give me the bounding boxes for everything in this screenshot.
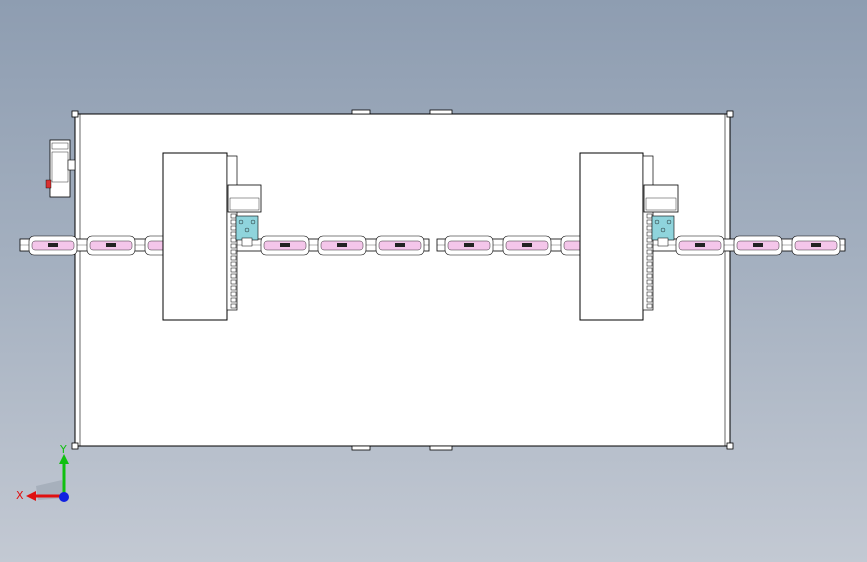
- rack-tooth: [230, 225, 237, 231]
- coordinate-triad: Y X: [16, 443, 69, 502]
- base-feet: [71, 109, 734, 451]
- conveyor-pad: [502, 235, 552, 256]
- rack-tooth: [646, 303, 653, 309]
- module-right-bracket: [643, 184, 679, 213]
- rack-tooth: [646, 255, 653, 261]
- module-left-fixture-base: [241, 237, 253, 247]
- module-left[interactable]: [162, 152, 262, 321]
- y-axis-arrowhead: [59, 454, 69, 464]
- rack-tooth: [230, 237, 237, 243]
- x-axis-arrowhead: [26, 491, 36, 501]
- module-right-bracket-inner: [645, 197, 677, 211]
- rack-tooth: [646, 231, 653, 237]
- conveyor-pad: [791, 235, 841, 256]
- module-left-bracket-inner: [229, 197, 260, 211]
- x-axis-label: X: [16, 489, 24, 502]
- module-right[interactable]: [579, 152, 679, 321]
- conveyor-pad: [733, 235, 783, 256]
- rack-tooth: [646, 219, 653, 225]
- rack-tooth: [230, 231, 237, 237]
- conveyor-pad: [28, 235, 78, 256]
- rack-tooth: [230, 267, 237, 273]
- module-right-fixture-base: [657, 237, 669, 247]
- rack-tooth: [230, 243, 237, 249]
- rack-tooth: [646, 297, 653, 303]
- rack-tooth: [230, 285, 237, 291]
- rack-tooth: [230, 255, 237, 261]
- rack-tooth: [646, 261, 653, 267]
- rack-tooth: [646, 285, 653, 291]
- rack-tooth: [230, 303, 237, 309]
- module-left-bracket: [227, 184, 262, 213]
- rack-tooth: [646, 225, 653, 231]
- rack-tooth: [646, 267, 653, 273]
- conveyor-pad: [444, 235, 494, 256]
- rack-tooth: [230, 261, 237, 267]
- conveyor-pad: [86, 235, 136, 256]
- rack-tooth: [646, 273, 653, 279]
- rack-tooth: [646, 213, 653, 219]
- rack-tooth: [230, 291, 237, 297]
- conveyor-pad: [375, 235, 425, 256]
- rack-tooth: [230, 219, 237, 225]
- rack-tooth: [230, 279, 237, 285]
- rack-tooth: [646, 243, 653, 249]
- conveyor-pad: [317, 235, 367, 256]
- y-axis-label: Y: [59, 443, 67, 456]
- conveyor-pad: [260, 235, 310, 256]
- conveyor-pad: [675, 235, 725, 256]
- rack-tooth: [646, 291, 653, 297]
- rack-tooth: [230, 273, 237, 279]
- rack-tooth: [230, 213, 237, 219]
- z-axis-dot: [59, 492, 69, 502]
- rack-tooth: [646, 249, 653, 255]
- control-box[interactable]: [45, 139, 76, 198]
- module-left-rack: [230, 213, 237, 309]
- module-left-housing[interactable]: [162, 152, 228, 321]
- module-right-housing[interactable]: [579, 152, 644, 321]
- rack-tooth: [646, 237, 653, 243]
- rack-tooth: [230, 297, 237, 303]
- rack-tooth: [646, 279, 653, 285]
- rack-tooth: [230, 249, 237, 255]
